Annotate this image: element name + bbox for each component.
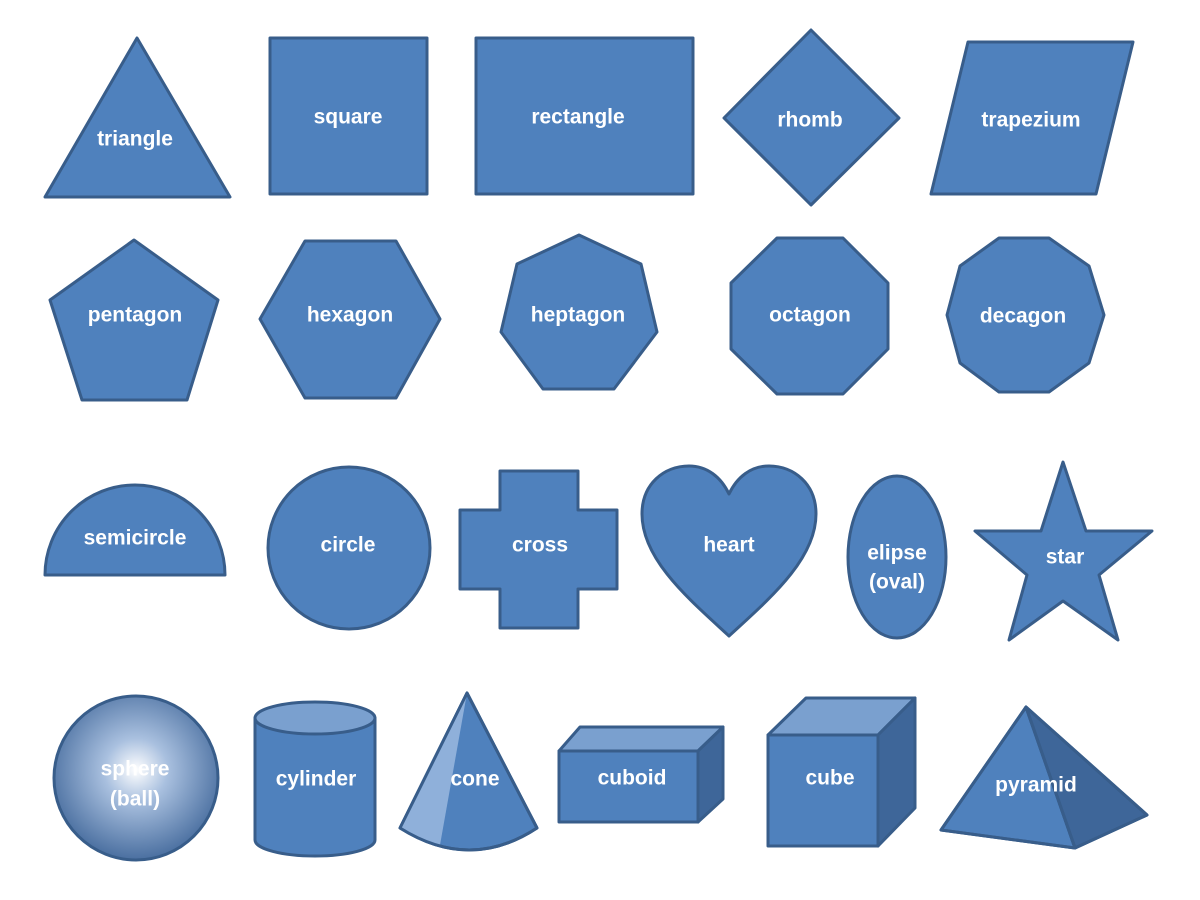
cuboid-shape: cuboid: [557, 725, 725, 824]
hexagon-label: hexagon: [307, 304, 393, 327]
sphere-label-line2: (ball): [110, 788, 160, 811]
heptagon-label: heptagon: [531, 304, 626, 327]
hexagon-shape: hexagon: [258, 239, 442, 400]
elipse-label-line1: elipse: [867, 542, 927, 565]
heart-shape: heart: [640, 464, 818, 638]
cube-shape: cube: [766, 696, 917, 848]
semicircle-label: semicircle: [84, 527, 187, 550]
cube-label: cube: [805, 767, 854, 790]
rhomb-shape: rhomb: [722, 28, 901, 207]
star-label: star: [1046, 546, 1085, 569]
cylinder-label: cylinder: [276, 768, 357, 791]
square-shape: square: [268, 36, 429, 196]
trapezium-shape: trapezium: [929, 40, 1135, 196]
triangle-label: triangle: [97, 128, 173, 151]
elipse-shape: elipse (oval): [846, 474, 948, 640]
triangle-shape: triangle: [43, 36, 232, 199]
rectangle-shape: rectangle: [474, 36, 695, 196]
heptagon-shape: heptagon: [499, 233, 659, 391]
pyramid-label: pyramid: [995, 774, 1077, 797]
semicircle-shape: semicircle: [43, 483, 227, 577]
square-label: square: [314, 106, 383, 129]
sphere-shape: sphere (ball): [52, 694, 220, 862]
decagon-shape: decagon: [945, 236, 1106, 394]
elipse-label-line2: (oval): [869, 571, 925, 594]
circle-shape: circle: [266, 465, 432, 631]
octagon-label: octagon: [769, 304, 851, 327]
pyramid-shape: pyramid: [939, 705, 1149, 850]
pentagon-shape: pentagon: [48, 238, 220, 402]
rhomb-label: rhomb: [777, 109, 842, 132]
cone-label: cone: [450, 768, 499, 791]
pentagon-label: pentagon: [88, 304, 183, 327]
cross-shape: cross: [458, 469, 619, 630]
star-shape: star: [973, 460, 1154, 642]
cylinder-shape: cylinder: [253, 700, 377, 858]
cuboid-label: cuboid: [598, 767, 667, 790]
decagon-label: decagon: [980, 305, 1066, 328]
trapezium-label: trapezium: [981, 109, 1080, 132]
octagon-shape: octagon: [729, 236, 890, 396]
cross-label: cross: [512, 534, 568, 557]
sphere-label-line1: sphere: [101, 758, 170, 781]
rectangle-label: rectangle: [531, 106, 624, 129]
heart-label: heart: [703, 534, 754, 557]
circle-label: circle: [321, 534, 376, 557]
cone-shape: cone: [398, 691, 539, 852]
